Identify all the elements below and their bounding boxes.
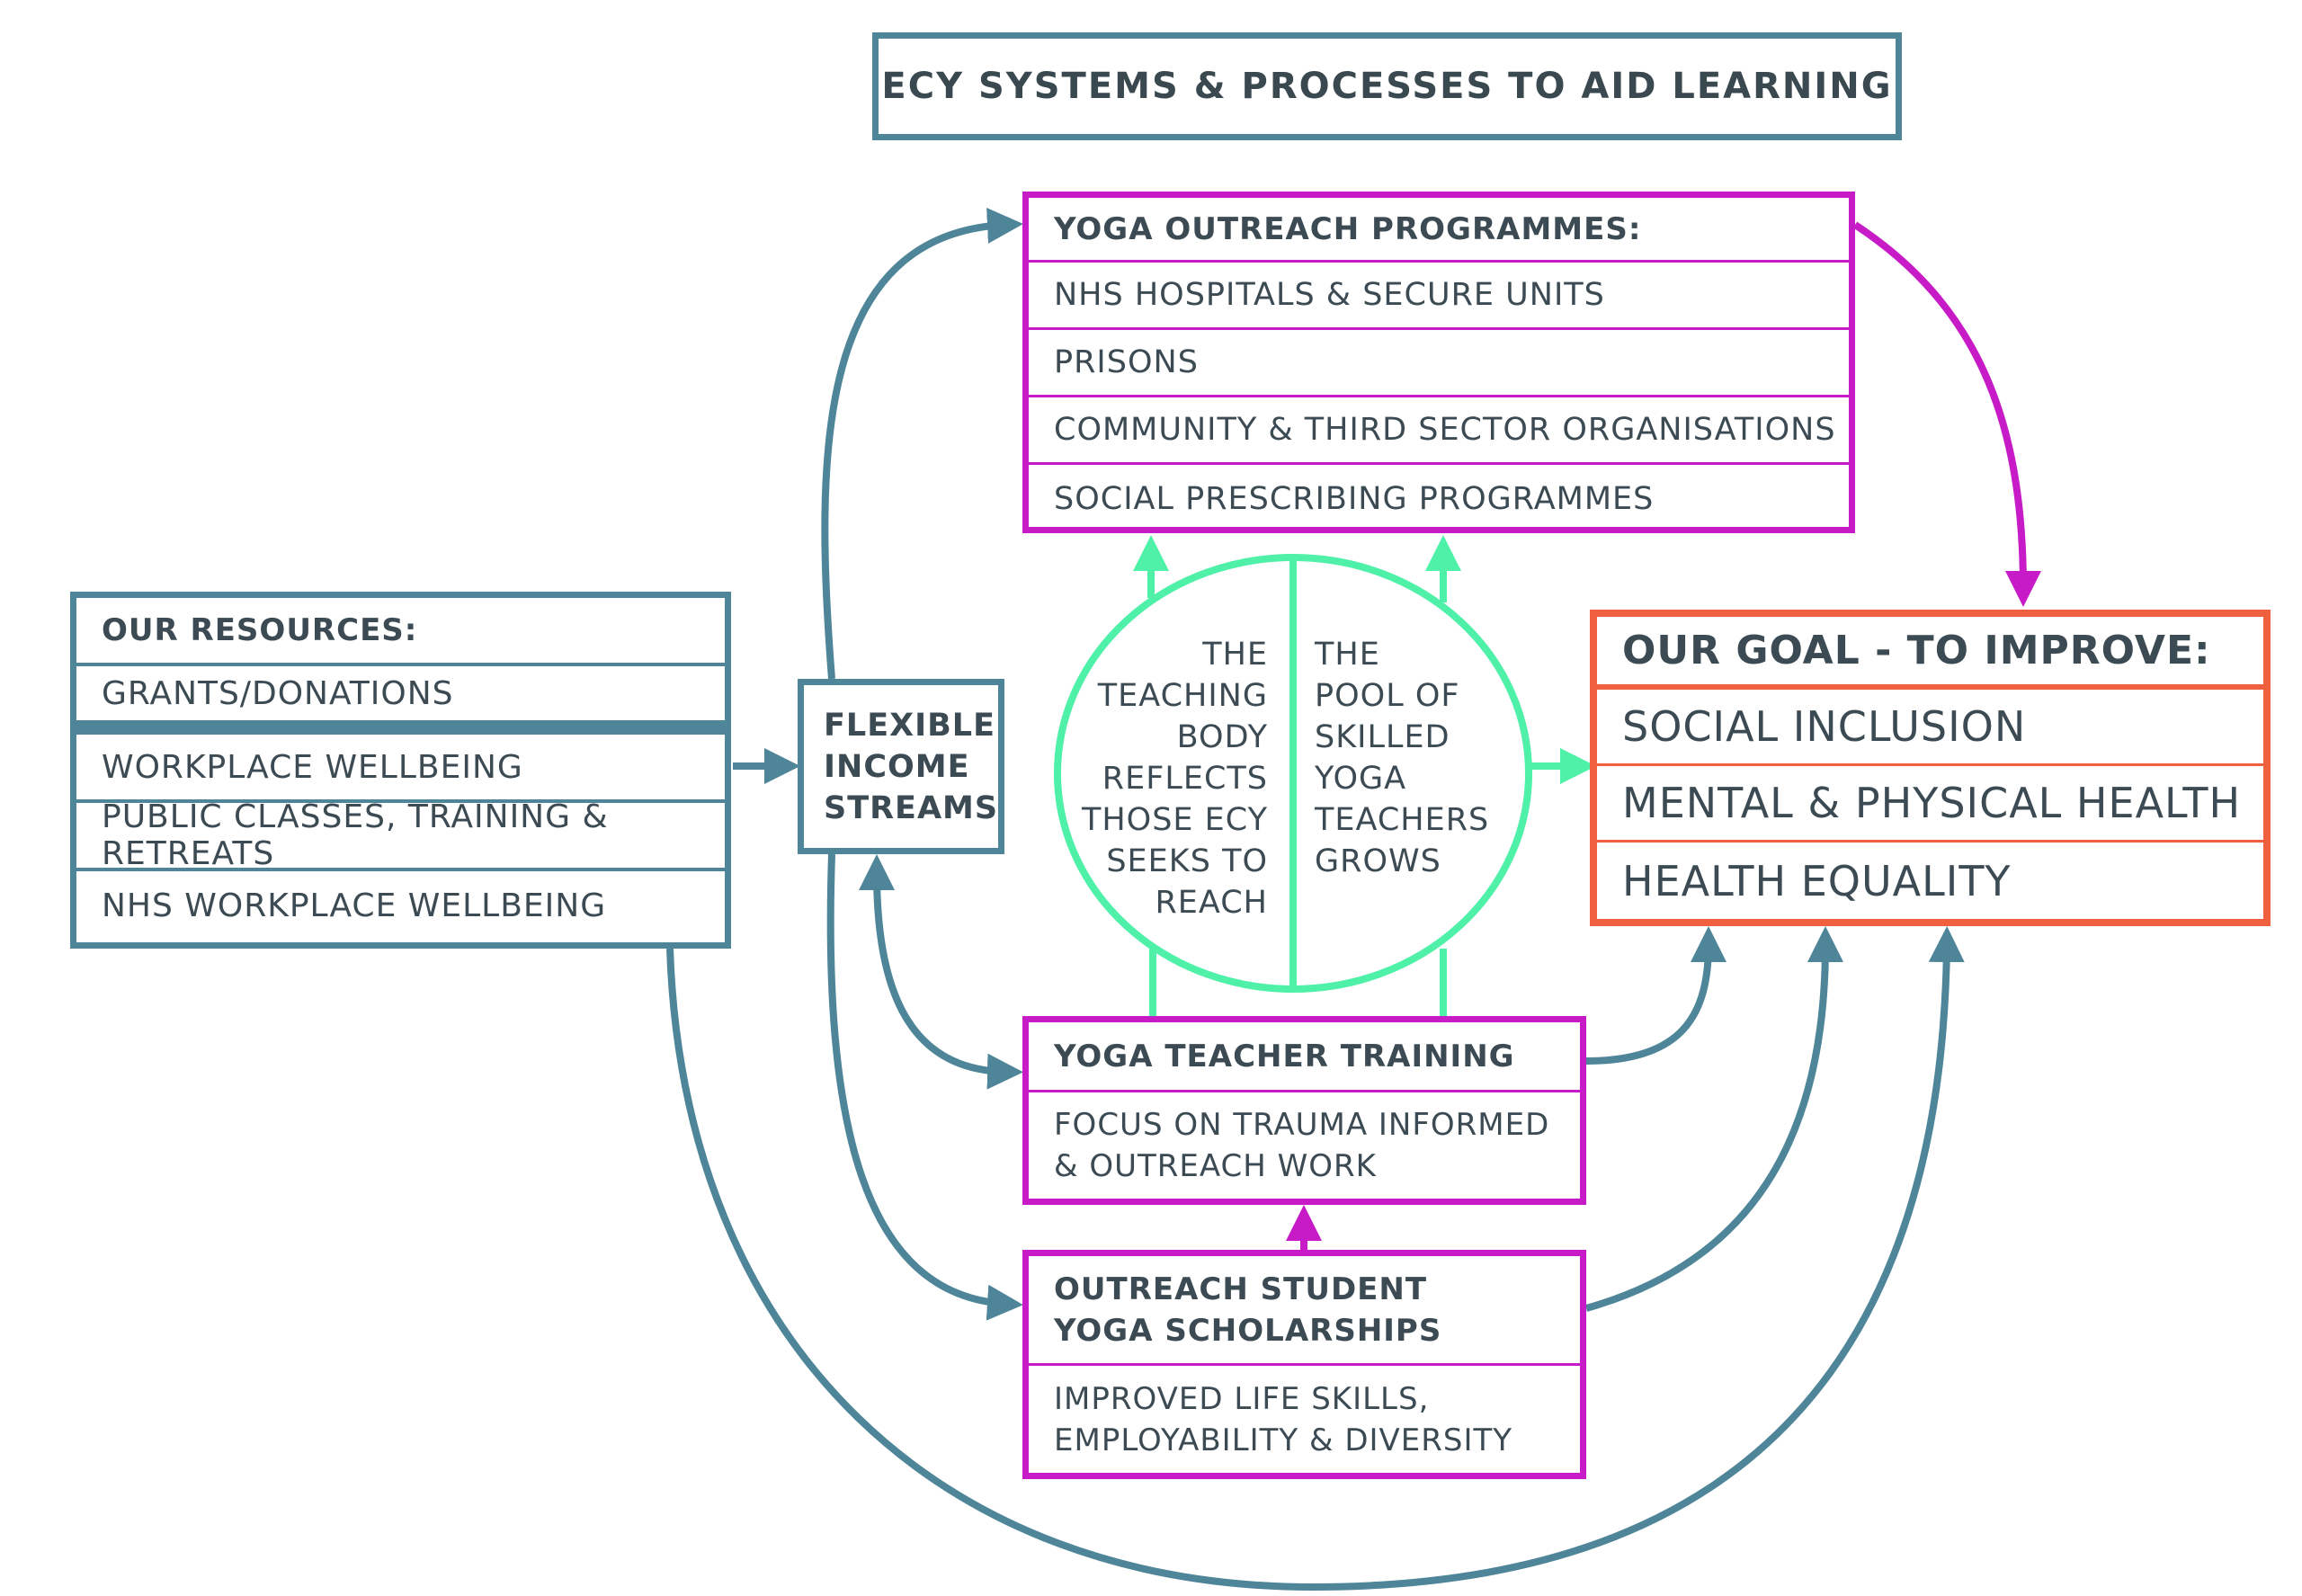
resource-item: PUBLIC CLASSES, TRAINING & RETREATS	[76, 798, 725, 872]
circle-left-line: THOSE ECY	[1081, 802, 1268, 838]
goal-heading: OUR GOAL - TO IMPROVE:	[1597, 617, 2263, 690]
circle-right-line: SKILLED	[1315, 719, 1450, 755]
scholarships-box: OUTREACH STUDENT YOGA SCHOLARSHIPS IMPRO…	[1022, 1250, 1586, 1479]
arrow-teacher-to-goal	[1585, 926, 1726, 1065]
resource-item: WORKPLACE WELLBEING	[76, 735, 725, 803]
outreach-programmes-box: YOGA OUTREACH PROGRAMMES: NHS HOSPITALS …	[1022, 192, 1855, 533]
scholarships-heading-line: OUTREACH STUDENT	[1054, 1271, 1428, 1307]
goal-box: OUR GOAL - TO IMPROVE: SOCIAL INCLUSION …	[1590, 610, 2271, 926]
circle-left-line: THE	[1202, 637, 1268, 673]
circle-right-line: POOL OF	[1315, 678, 1460, 714]
circle-left-line: REACH	[1155, 885, 1268, 921]
income-streams-box: FLEXIBLE INCOME STREAMS	[798, 679, 1004, 854]
teacher-training-heading: YOGA TEACHER TRAINING	[1029, 1022, 1580, 1092]
resources-heading: OUR RESOURCES:	[76, 598, 725, 666]
circle-left-line: BODY	[1176, 719, 1268, 755]
scholarships-body: IMPROVED LIFE SKILLS, EMPLOYABILITY & DI…	[1029, 1366, 1580, 1474]
arrow-income-to-teacher	[859, 854, 1023, 1090]
circle-left-line: SEEKS TO	[1106, 843, 1268, 879]
circle-right-text: THE POOL OF SKILLED YOGA TEACHERS GROWS	[1315, 634, 1530, 882]
circle-left-text: THE TEACHING BODY REFLECTS THOSE ECY SEE…	[1057, 634, 1268, 923]
teacher-training-line: FOCUS ON TRAUMA INFORMED	[1054, 1107, 1550, 1143]
arrow-income-to-scholarship	[826, 853, 1023, 1321]
income-line: INCOME	[824, 748, 970, 785]
circle-right-line: GROWS	[1315, 843, 1441, 879]
teacher-training-box: YOGA TEACHER TRAINING FOCUS ON TRAUMA IN…	[1022, 1016, 1586, 1205]
diagram-title: ECY SYSTEMS & PROCESSES TO AID LEARNING	[872, 32, 1902, 140]
circle-right-line: TEACHERS	[1315, 802, 1490, 838]
goal-item: HEALTH EQUALITY	[1622, 856, 2012, 905]
scholarships-heading: OUTREACH STUDENT YOGA SCHOLARSHIPS	[1029, 1256, 1580, 1366]
circle-right-line: YOGA	[1315, 761, 1407, 797]
arrow-outreach-to-goal	[1852, 221, 2041, 607]
income-line: FLEXIBLE	[824, 707, 996, 744]
goal-item: MENTAL & PHYSICAL HEALTH	[1597, 766, 2263, 843]
arrow-income-to-outreach	[821, 208, 1023, 680]
circle-right-line: THE	[1315, 637, 1380, 673]
circle-left-line: TEACHING	[1097, 678, 1268, 714]
scholarships-line: EMPLOYABILITY & DIVERSITY	[1054, 1422, 1513, 1458]
circle-left-line: REFLECTS	[1102, 761, 1268, 797]
outreach-item: PRISONS	[1029, 330, 1849, 397]
resource-item: NHS WORKPLACE WELLBEING	[102, 887, 607, 924]
teacher-training-body: FOCUS ON TRAUMA INFORMED & OUTREACH WORK	[1029, 1092, 1580, 1199]
scholarships-line: IMPROVED LIFE SKILLS,	[1054, 1381, 1430, 1417]
outreach-item: NHS HOSPITALS & SECURE UNITS	[1029, 263, 1849, 330]
outreach-item: COMMUNITY & THIRD SECTOR ORGANISATIONS	[1029, 397, 1849, 465]
resources-box: OUR RESOURCES: GRANTS/DONATIONS WORKPLAC…	[70, 592, 731, 949]
teacher-training-line: & OUTREACH WORK	[1054, 1148, 1377, 1184]
goal-item: SOCIAL INCLUSION	[1597, 690, 2263, 766]
outreach-heading: YOGA OUTREACH PROGRAMMES:	[1029, 198, 1849, 263]
scholarships-heading-line: YOGA SCHOLARSHIPS	[1054, 1312, 1442, 1349]
resource-item: GRANTS/DONATIONS	[76, 666, 725, 735]
arrow-scholarship-to-goal	[1584, 926, 1843, 1312]
outreach-item: SOCIAL PRESCRIBING PROGRAMMES	[1054, 480, 1655, 517]
income-line: STREAMS	[824, 789, 999, 826]
